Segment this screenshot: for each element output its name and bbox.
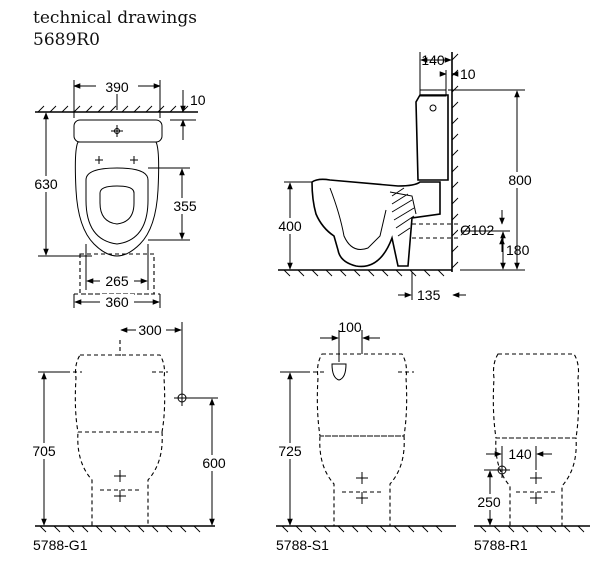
dim-135: 135	[417, 287, 441, 303]
dim-250: 250	[477, 494, 501, 510]
front-view-s1: 100 725 5788-S1	[276, 319, 456, 553]
side-view: 140 10 800 400 Ø102 180 135	[276, 52, 534, 303]
dim-355: 355	[173, 198, 197, 214]
dim-630: 630	[34, 176, 58, 192]
dim-600: 600	[202, 455, 226, 471]
view-label-r1: 5788-R1	[474, 537, 528, 553]
dim-705: 705	[32, 443, 56, 459]
top-view: 390 10 630 355 265 360	[30, 78, 206, 310]
front-view-r1: 140 250 5788-R1	[474, 353, 590, 553]
model-number: 5689R0	[33, 30, 100, 50]
dim-725: 725	[278, 443, 302, 459]
dim-390: 390	[105, 79, 129, 95]
dim-140-front: 140	[508, 446, 532, 462]
view-label-s1: 5788-S1	[276, 537, 329, 553]
dim-180: 180	[506, 242, 530, 258]
front-view-g1: 300 705 600 5788-G1	[30, 322, 230, 553]
dim-800: 800	[508, 172, 532, 188]
drawing-title: technical drawings	[33, 8, 197, 28]
dim-360: 360	[105, 294, 129, 310]
dim-10-top: 10	[190, 92, 206, 108]
dim-300: 300	[138, 322, 162, 338]
view-label-g1: 5788-G1	[33, 537, 88, 553]
dim-400: 400	[278, 218, 302, 234]
dim-10-side: 10	[460, 66, 476, 82]
dim-265: 265	[105, 273, 129, 289]
dim-100: 100	[338, 319, 362, 335]
dim-outlet-diameter: Ø102	[460, 222, 494, 238]
dim-140-side: 140	[421, 52, 445, 68]
